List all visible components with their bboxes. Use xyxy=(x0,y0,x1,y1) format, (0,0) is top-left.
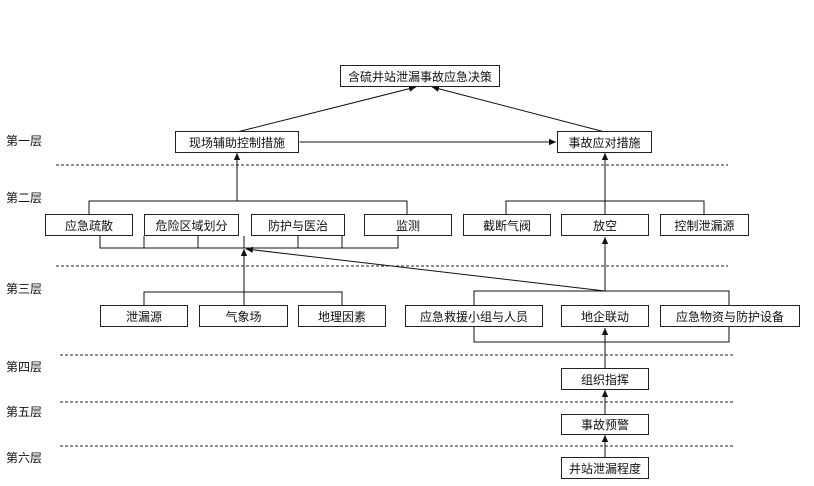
node-onsite-measures: 现场辅助控制措施 xyxy=(175,131,299,153)
node-warning: 事故预警 xyxy=(561,414,649,435)
node-cut-valve: 截断气阀 xyxy=(463,214,551,236)
node-control-source: 控制泄漏源 xyxy=(660,214,749,236)
node-rescue-team: 应急救援小组与人员 xyxy=(405,305,543,327)
layer-label-2: 第二层 xyxy=(6,191,43,205)
node-evacuate: 应急疏散 xyxy=(45,214,133,236)
node-organize-command: 组织指挥 xyxy=(561,368,649,390)
layer-label-1: 第一层 xyxy=(6,134,43,148)
layer-separators xyxy=(56,164,733,447)
node-response-measures: 事故应对措施 xyxy=(557,131,652,153)
bracket-env-top xyxy=(143,291,343,305)
node-monitor: 监测 xyxy=(364,214,452,236)
node-leak-degree: 井站泄漏程度 xyxy=(561,457,649,479)
node-leak-source: 泄漏源 xyxy=(100,305,188,327)
node-supplies: 应急物资与防护设备 xyxy=(660,305,800,327)
layer-label-4: 第四层 xyxy=(6,360,43,374)
node-linkage: 地企联动 xyxy=(561,305,649,327)
bracket-resp-bottom xyxy=(473,327,730,343)
layer-label-5: 第五层 xyxy=(6,405,43,419)
node-zoning: 危险区域划分 xyxy=(144,214,239,236)
node-geography: 地理因素 xyxy=(298,305,386,327)
layer-label-6: 第六层 xyxy=(6,451,43,465)
arrow-resp-left-group xyxy=(245,246,606,292)
node-protect: 防护与医治 xyxy=(251,214,345,236)
bracket-left-bottom xyxy=(99,236,399,249)
bracket-left-top xyxy=(88,200,408,214)
layer-label-3: 第三层 xyxy=(6,282,43,296)
arrow-response-root xyxy=(431,85,606,133)
node-root: 含硫井站泄漏事故应急决策 xyxy=(340,65,500,87)
bracket-resp-top xyxy=(473,290,730,305)
node-vent: 放空 xyxy=(561,214,649,236)
node-weather: 气象场 xyxy=(199,305,288,327)
arrow-onsite-root xyxy=(236,85,417,133)
connectors xyxy=(88,85,730,457)
